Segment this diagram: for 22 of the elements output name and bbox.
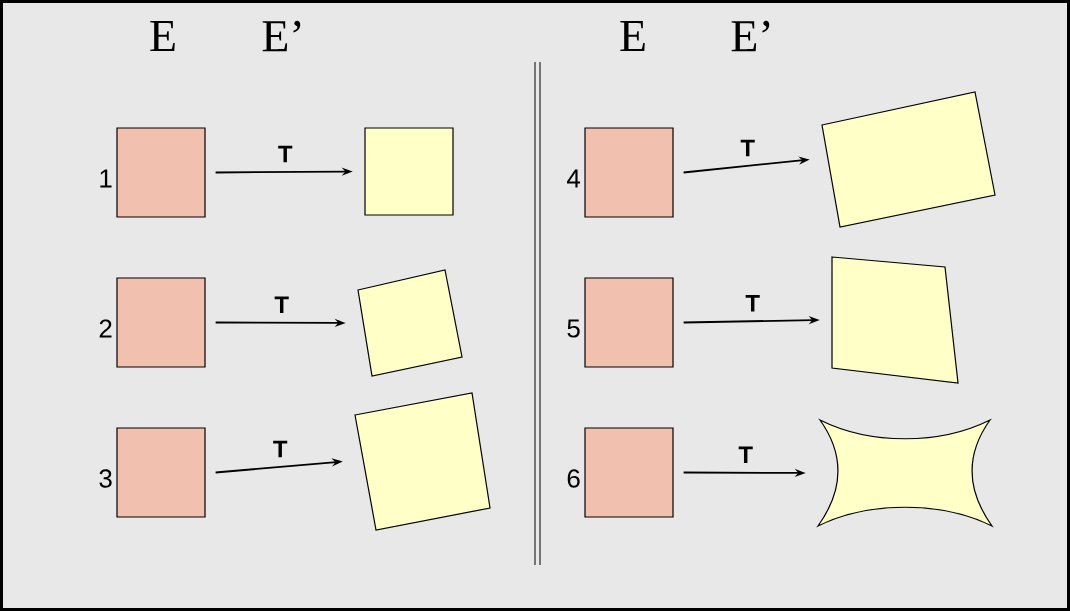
- row-number: 3: [99, 469, 112, 488]
- quadrilateral-shape: [817, 419, 993, 527]
- row-number: 4: [567, 169, 581, 188]
- column-heading: E’: [262, 20, 301, 52]
- row-number: 5: [567, 319, 580, 338]
- column-heading: E: [150, 21, 175, 51]
- column-heading: E: [620, 21, 645, 51]
- row-number: 6: [567, 469, 580, 488]
- edge-label: T: [745, 295, 760, 312]
- quadrilateral-shape: [354, 392, 491, 531]
- edge-label: T: [278, 145, 293, 163]
- edge-label: T: [738, 446, 753, 463]
- quadrilateral-shape: [357, 269, 463, 377]
- edge-label: T: [273, 440, 288, 458]
- quadrilateral-shape: [831, 256, 959, 384]
- quadrilateral-shape: [821, 91, 996, 228]
- row-number: 1: [100, 169, 112, 188]
- edge-label: T: [274, 296, 289, 313]
- quadrilateral-shape: [364, 127, 454, 216]
- row-number: 2: [99, 319, 112, 338]
- edge-label: T: [740, 139, 755, 157]
- column-heading: E’: [731, 20, 770, 52]
